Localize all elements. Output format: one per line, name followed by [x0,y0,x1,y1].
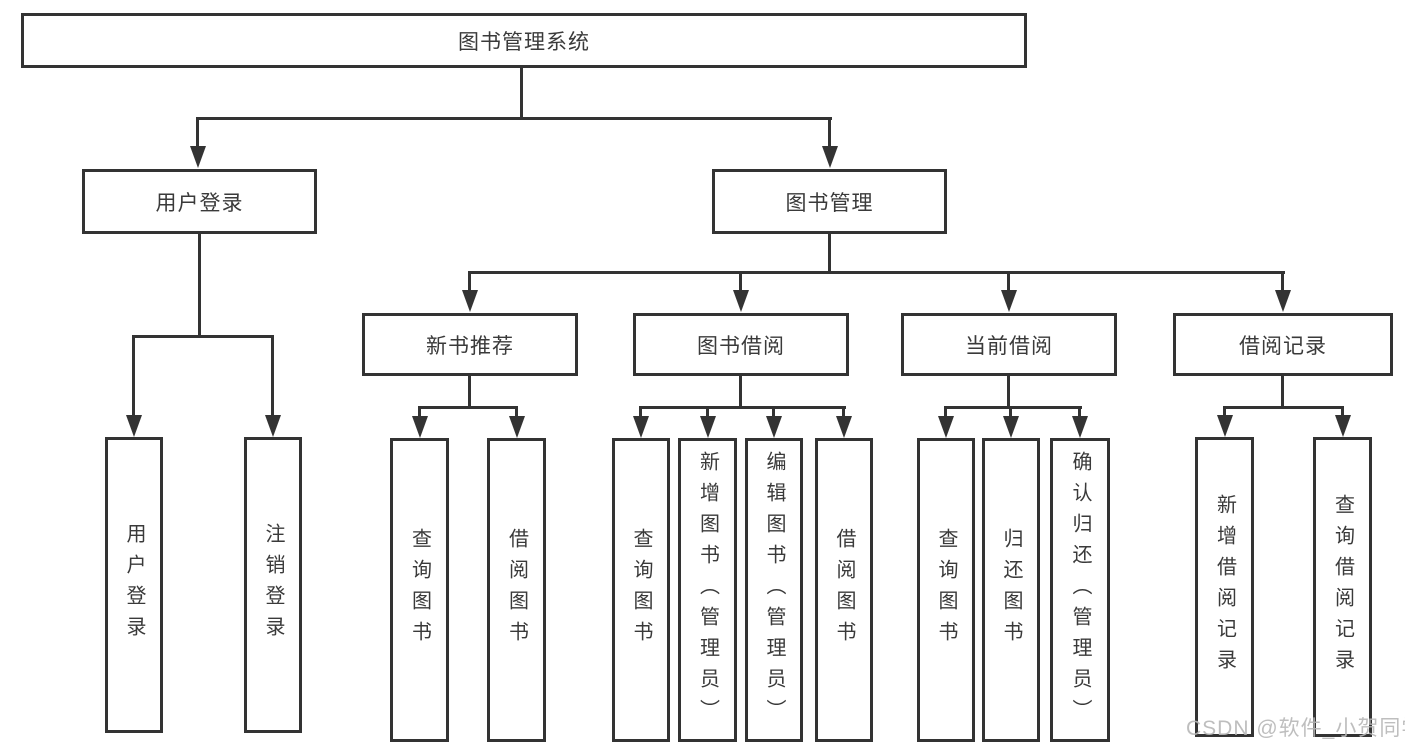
connector-s1-stem [468,376,471,409]
node-book-manage: 图书管理 [712,169,947,234]
connector-root-bar [197,117,832,120]
node-borrow-records: 借阅记录 [1173,313,1393,376]
leaf-logout: 注销登录 [244,437,302,733]
arrowhead-login-child1 [126,415,142,437]
arrowhead-s2-c3 [766,416,782,438]
connector-current-drop [1007,271,1010,293]
node-library-system: 图书管理系统 [21,13,1027,68]
leaf-s1-query-book: 查询图书 [390,438,449,742]
connector-s4-c2-drop [1341,406,1344,417]
leaf-s2-add-book-admin: 新增图书（管理员） [678,438,737,742]
connector-s3-c2-drop [1009,406,1012,418]
connector-login-stem [198,234,201,337]
connector-login-bar [132,335,274,338]
connector-book-manage-drop [828,117,831,148]
connector-s1-c1-drop [418,406,421,418]
connector-borrow-drop [739,271,742,293]
leaf-s3-query-book: 查询图书 [917,438,975,742]
arrowhead-s3-c3 [1072,416,1088,438]
arrowhead-s2-c1 [633,416,649,438]
connector-records-drop [1281,271,1284,293]
leaf-s2-edit-book-admin: 编辑图书（管理员） [745,438,803,742]
arrowhead-newbook [462,290,478,312]
connector-s3-c3-drop [1078,406,1081,418]
watermark: CSDN @软件_小贺同学 [1186,717,1405,740]
connector-login-child1-drop [132,335,135,417]
arrowhead-borrow [733,290,749,312]
connector-manage-stem [828,234,831,274]
leaf-s3-confirm-return-admin: 确认归还（管理员） [1050,438,1110,742]
connector-root-stem [520,68,523,118]
arrowhead-s2-c2 [700,416,716,438]
arrowhead-s3-c1 [938,416,954,438]
connector-s3-c1-drop [944,406,947,418]
arrowhead-s4-c2 [1335,415,1351,437]
connector-s3-bar [944,406,1082,409]
leaf-s4-query-borrow-record: 查询借阅记录 [1313,437,1372,737]
connector-s2-bar [639,406,846,409]
node-book-borrow: 图书借阅 [633,313,849,376]
arrowhead-current [1001,290,1017,312]
leaf-s3-return-book: 归还图书 [982,438,1040,742]
node-new-book-recommend: 新书推荐 [362,313,578,376]
arrowhead-login-child2 [265,415,281,437]
connector-s4-bar [1223,406,1344,409]
connector-login-child2-drop [271,335,274,417]
arrowhead-s2-c4 [836,416,852,438]
connector-s2-stem [739,376,742,409]
connector-s1-c2-drop [515,406,518,418]
connector-user-login-drop [196,117,199,148]
connector-manage-bar [468,271,1285,274]
arrowhead-s1-c2 [509,416,525,438]
arrowhead-s1-c1 [412,416,428,438]
connector-s4-c1-drop [1223,406,1226,417]
arrowhead-user-login [190,146,206,168]
arrowhead-s4-c1 [1217,415,1233,437]
connector-s2-c1-drop [639,406,642,418]
connector-s1-bar [418,406,518,409]
connector-s4-stem [1281,376,1284,409]
node-user-login: 用户登录 [82,169,317,234]
connector-s2-c4-drop [842,406,845,418]
arrowhead-records [1275,290,1291,312]
leaf-s4-add-borrow-record: 新增借阅记录 [1195,437,1254,737]
leaf-user-login: 用户登录 [105,437,163,733]
leaf-s1-borrow-book: 借阅图书 [487,438,546,742]
leaf-s2-borrow-book: 借阅图书 [815,438,873,742]
arrowhead-book-manage [822,146,838,168]
node-current-borrow: 当前借阅 [901,313,1117,376]
leaf-s2-query-book: 查询图书 [612,438,670,742]
connector-s2-c2-drop [706,406,709,418]
arrowhead-s3-c2 [1003,416,1019,438]
connector-s2-c3-drop [772,406,775,418]
connector-s3-stem [1007,376,1010,409]
connector-newbook-drop [468,271,471,293]
